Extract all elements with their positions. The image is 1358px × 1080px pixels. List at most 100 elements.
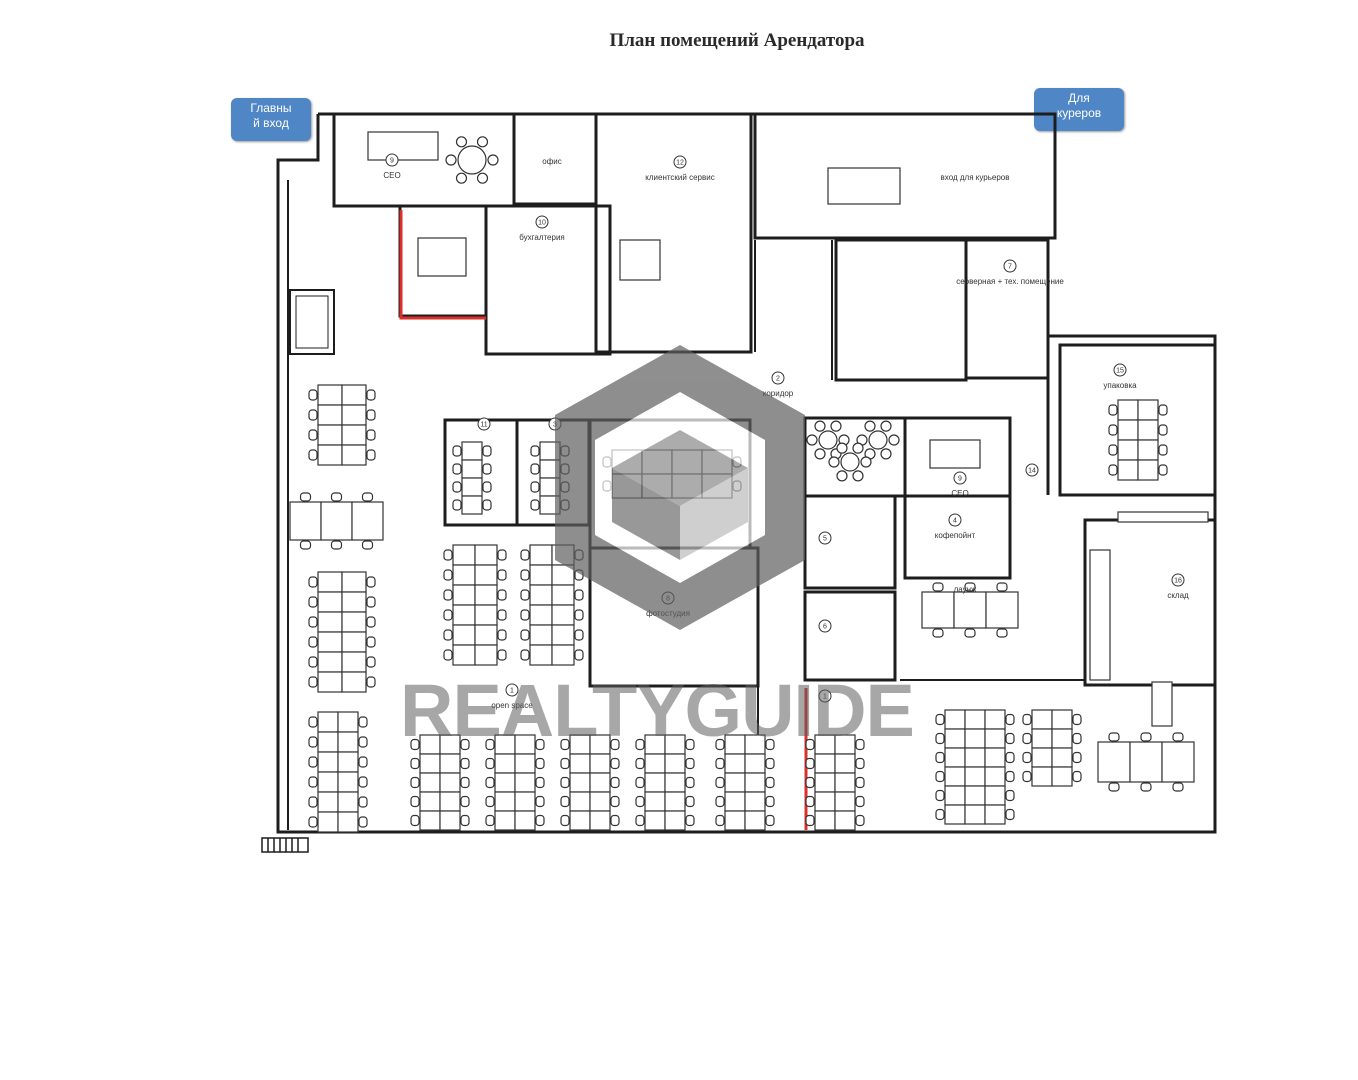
chair bbox=[880, 448, 892, 460]
chair bbox=[299, 540, 312, 550]
chair bbox=[308, 716, 318, 728]
chair bbox=[805, 776, 815, 789]
room-number: 2 bbox=[776, 376, 780, 383]
chair bbox=[497, 589, 507, 601]
desk bbox=[474, 644, 498, 666]
room-number-marker bbox=[535, 215, 549, 229]
chair bbox=[497, 649, 507, 661]
chair bbox=[1172, 732, 1184, 742]
chair bbox=[535, 795, 545, 808]
chair bbox=[880, 420, 892, 432]
chair bbox=[330, 540, 343, 550]
desk bbox=[317, 444, 343, 466]
desk bbox=[664, 772, 686, 793]
chair bbox=[358, 716, 368, 728]
desk bbox=[984, 804, 1006, 825]
room-number-marker bbox=[818, 689, 832, 703]
chair bbox=[935, 732, 945, 745]
room-courier-entrance bbox=[753, 112, 1057, 240]
room-label: вход для курьеров bbox=[941, 173, 1010, 182]
chair bbox=[1022, 713, 1032, 726]
room-number: 11 bbox=[480, 422, 487, 429]
desk bbox=[1031, 728, 1053, 749]
chair bbox=[487, 154, 499, 166]
couriers-callout: Для куреров bbox=[1034, 88, 1124, 131]
chair bbox=[1108, 464, 1118, 476]
chair bbox=[443, 569, 453, 581]
desk bbox=[317, 631, 343, 653]
chair bbox=[445, 154, 457, 166]
desk bbox=[724, 810, 746, 831]
desk bbox=[1097, 741, 1131, 783]
chair bbox=[520, 589, 530, 601]
room-number: 12 bbox=[676, 160, 684, 167]
desk bbox=[317, 731, 339, 753]
desk bbox=[664, 791, 686, 812]
room-label: клиентский сервис bbox=[645, 173, 714, 182]
desk bbox=[964, 728, 986, 749]
desk bbox=[461, 477, 483, 497]
desk bbox=[494, 753, 516, 774]
shelf bbox=[1117, 511, 1209, 523]
chair bbox=[765, 738, 775, 751]
desk bbox=[337, 771, 359, 793]
chair bbox=[855, 776, 865, 789]
chair bbox=[308, 389, 318, 401]
desk bbox=[452, 584, 476, 606]
chair bbox=[715, 814, 725, 827]
desk bbox=[529, 644, 553, 666]
desk bbox=[1031, 766, 1053, 787]
chair bbox=[1022, 770, 1032, 783]
chair bbox=[560, 776, 570, 789]
chair bbox=[476, 136, 489, 148]
chair bbox=[635, 757, 645, 770]
desk bbox=[589, 791, 611, 812]
chair bbox=[1172, 782, 1184, 792]
desk bbox=[317, 611, 343, 633]
chair bbox=[765, 814, 775, 827]
chair bbox=[485, 814, 495, 827]
chair bbox=[366, 616, 376, 628]
chair bbox=[574, 589, 584, 601]
desk bbox=[644, 810, 666, 831]
chair bbox=[482, 499, 492, 511]
chair bbox=[1108, 444, 1118, 456]
chair bbox=[476, 172, 489, 184]
room-number: 6 bbox=[823, 624, 827, 631]
room-number-marker bbox=[385, 153, 399, 167]
desk bbox=[985, 591, 1019, 629]
chair bbox=[482, 463, 492, 475]
chair bbox=[935, 770, 945, 783]
desk bbox=[529, 584, 553, 606]
desk bbox=[317, 751, 339, 773]
chair bbox=[520, 569, 530, 581]
desk bbox=[701, 449, 733, 475]
desk bbox=[474, 604, 498, 626]
room-number-marker bbox=[948, 513, 962, 527]
room-number: 14 bbox=[1028, 468, 1036, 475]
stairs-icon bbox=[261, 837, 309, 853]
chair bbox=[520, 609, 530, 621]
desk bbox=[1031, 709, 1053, 730]
chair bbox=[996, 582, 1008, 592]
chair bbox=[685, 757, 695, 770]
chair bbox=[1072, 732, 1082, 745]
desk bbox=[317, 811, 339, 833]
desk bbox=[317, 651, 343, 673]
chair bbox=[560, 445, 570, 457]
chair bbox=[996, 628, 1008, 638]
chair bbox=[366, 449, 376, 461]
chair bbox=[308, 636, 318, 648]
desk bbox=[529, 624, 553, 646]
round-table bbox=[868, 430, 888, 450]
desk bbox=[551, 544, 575, 566]
desk bbox=[664, 753, 686, 774]
desk bbox=[984, 747, 1006, 768]
room-label: серверная + тех. помещение bbox=[956, 277, 1064, 286]
chair bbox=[855, 795, 865, 808]
desk bbox=[514, 810, 536, 831]
desk bbox=[1137, 439, 1159, 461]
chair bbox=[443, 649, 453, 661]
chair bbox=[888, 434, 900, 446]
chair bbox=[855, 814, 865, 827]
